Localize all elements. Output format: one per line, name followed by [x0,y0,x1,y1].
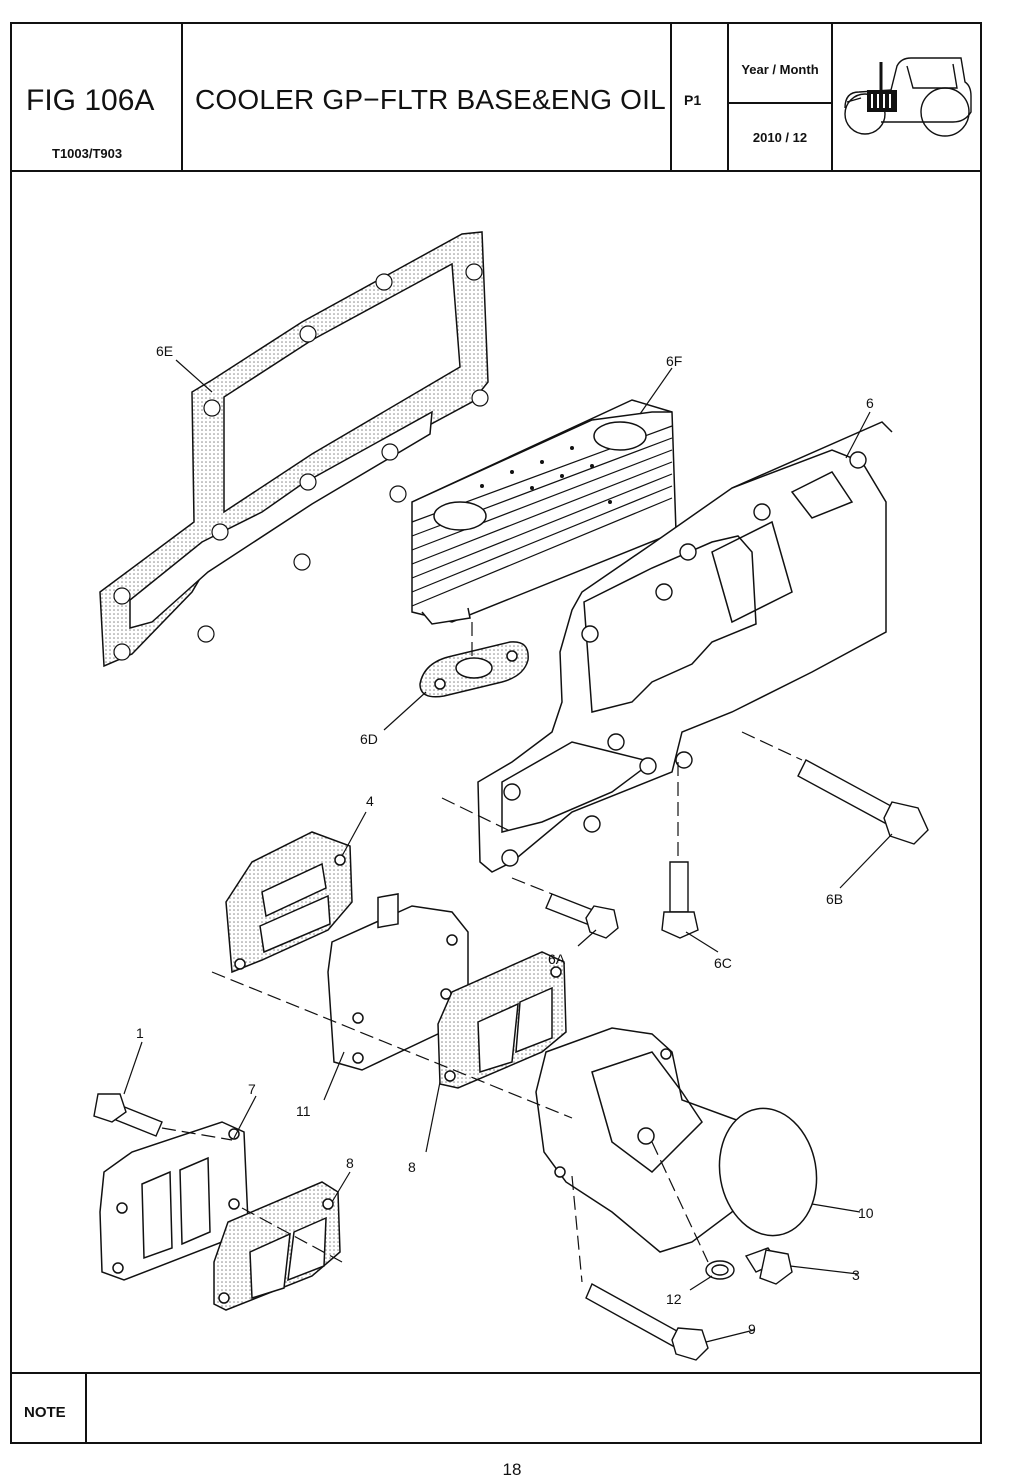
callout-12: 12 [666,1291,682,1307]
plate-11 [327,893,469,1071]
callout-11: 11 [296,1103,311,1119]
note-label: NOTE [12,1374,87,1444]
filter-base-6 [477,421,893,873]
callout-3: 3 [852,1267,860,1283]
page-cell: P1 [672,24,729,170]
gasket-6D [419,641,529,698]
callout-6E: 6E [156,343,173,359]
divider [729,102,831,104]
year-month-value: 2010 / 12 [752,130,808,145]
bolt-6B [797,759,929,845]
callout-8-middle: 8 [408,1159,416,1175]
bolt-9 [585,1283,709,1361]
model-code: T1003/T903 [52,146,123,161]
callout-1: 1 [136,1025,144,1041]
callout-6C: 6C [714,955,732,971]
figure-title: COOLER GP−FLTR BASE&ENG OIL [195,84,666,115]
year-month-label: Year / Month [741,62,819,77]
callout-4: 4 [366,793,374,809]
gasket-8-middle [437,951,567,1089]
bolt-1 [93,1093,163,1137]
callout-6F: 6F [666,353,682,369]
plug-3 [744,1247,793,1285]
tractor-cell [833,24,980,170]
callout-8-bottom: 8 [346,1155,354,1171]
callout-6D: 6D [360,731,378,747]
figure-number: FIG 106A [26,84,155,117]
bolt-6C [661,861,699,939]
callout-7: 7 [248,1081,256,1097]
leader-lines [123,359,893,1343]
sheet-header: FIG 106A T1003/T903 COOLER GP−FLTR BASE&… [12,24,980,172]
callout-6B: 6B [826,891,843,907]
note-row: NOTE [12,1372,980,1444]
tractor-icon [844,57,972,137]
gasket-6E [99,231,489,668]
callout-10: 10 [858,1205,874,1221]
callout-6A: 6A [548,951,566,967]
callout-9: 9 [748,1321,756,1337]
washer-12 [705,1260,735,1280]
page-number: 18 [502,1460,522,1479]
callout-6: 6 [866,395,874,411]
gasket-8-bottom [213,1181,341,1311]
parts-sheet: FIG 106A T1003/T903 COOLER GP−FLTR BASE&… [10,22,982,1444]
year-month-cell: Year / Month 2010 / 12 [729,24,833,170]
gasket-4 [225,831,353,974]
page-label: P1 [684,92,702,108]
figure-cell: FIG 106A T1003/T903 [12,24,183,170]
assembly-lines [161,622,803,1283]
plate-7 [99,1121,249,1281]
title-cell: COOLER GP−FLTR BASE&ENG OIL [183,24,672,170]
exploded-parts-diagram: 6E 6F 6 6D 4 6A 6C 6B 1 7 11 8 8 10 3 12… [93,231,929,1361]
bolt-6A [545,893,619,939]
filter-adapter-10 [535,1027,818,1253]
